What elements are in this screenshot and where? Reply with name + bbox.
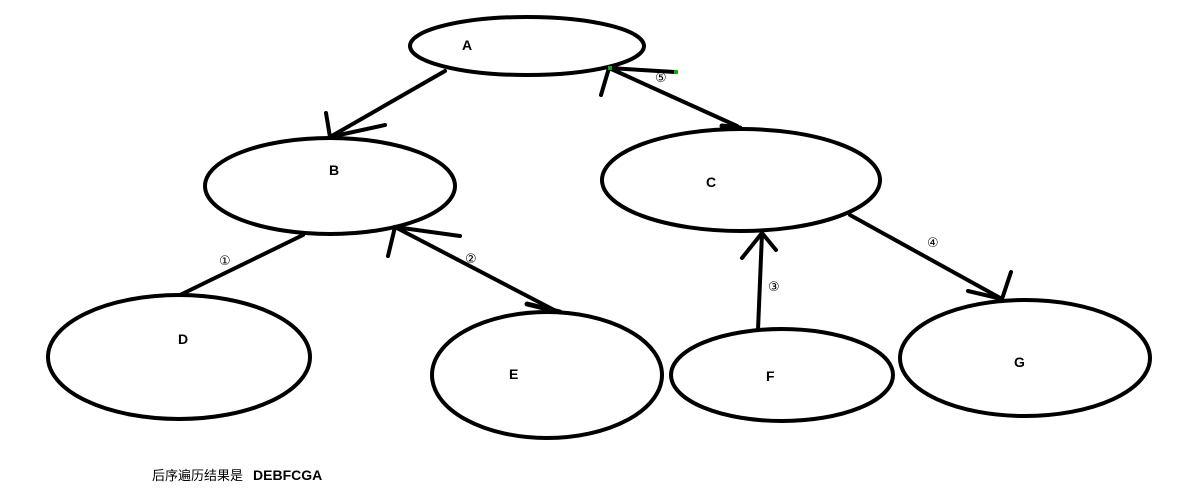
accent-mark [674, 70, 678, 74]
edge-c-a [599, 66, 743, 131]
caption-label: 后序遍历结果是 [152, 469, 244, 484]
node-c-label: C [706, 174, 716, 190]
edge-b-d [174, 233, 305, 297]
node-f [669, 327, 895, 423]
node-a-label: A [462, 37, 472, 53]
traversal-caption: 后序遍历结果是 DEBFCGA [152, 465, 322, 484]
step-label-2: ② [465, 252, 477, 267]
node-f-label: F [766, 368, 775, 384]
caption-result: DEBFCGA [253, 467, 323, 483]
accent-mark [608, 66, 612, 70]
step-label-5: ⑤ [655, 71, 667, 86]
node-g [898, 298, 1152, 418]
node-b-label: B [329, 162, 339, 178]
node-d-label: D [178, 331, 188, 347]
edge-a-b [324, 69, 447, 139]
node-a [408, 15, 646, 77]
node-e-label: E [509, 366, 518, 382]
edge-e-b [386, 225, 563, 315]
step-label-3: ③ [768, 280, 780, 295]
edge-f-c [740, 231, 778, 332]
node-c [600, 127, 882, 233]
node-e [430, 310, 664, 440]
step-label-4: ④ [927, 236, 939, 251]
step-label-1: ① [219, 254, 231, 269]
node-b [203, 136, 457, 236]
edge-c-g [848, 213, 1013, 301]
node-d [46, 293, 312, 421]
node-g-label: G [1014, 354, 1025, 370]
